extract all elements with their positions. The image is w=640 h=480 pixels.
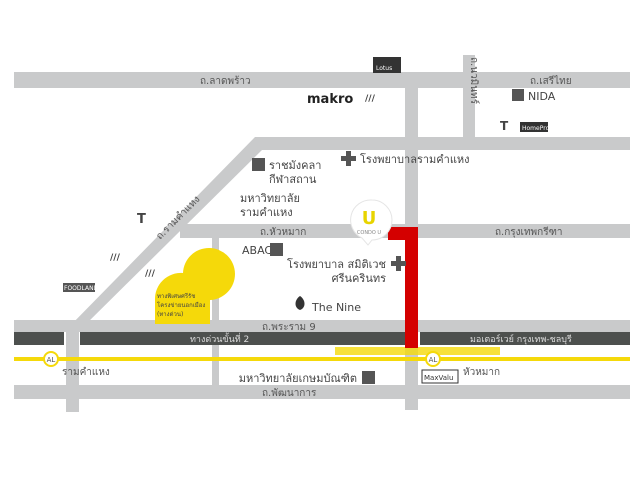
label-expressway: ทางด่วนขั้นที่ 2 <box>190 332 249 345</box>
homepro-icon <box>520 122 548 132</box>
nida-label: NIDA <box>528 90 556 103</box>
station-badge: AL <box>429 356 438 364</box>
foodland-icon <box>63 283 95 292</box>
label-lat-phrao: ถ.ลาดพร้าว <box>200 75 251 87</box>
road-nawamin <box>463 55 475 137</box>
hospital-icon <box>391 256 406 271</box>
mall-icon: /// <box>145 269 156 279</box>
brand-icon: T <box>137 212 146 227</box>
station-platform <box>335 347 500 355</box>
motorway-seg <box>420 332 630 345</box>
kasem-bundit-label: มหาวิทยาลัยเกษมบัณฑิต <box>239 372 357 385</box>
label-krungthep-kritha: ถ.กรุงเทพกรีฑา <box>495 226 563 238</box>
mall-icon: /// <box>365 94 376 104</box>
building-icon <box>362 371 375 384</box>
expressway-note-bubble <box>154 248 235 324</box>
label-seri-thai: ถ.เสรีไทย <box>530 75 572 87</box>
building-icon <box>512 89 524 101</box>
road-lat-phrao <box>14 72 630 88</box>
expressway-note-text: ทางพิเศษศรีรัช <box>157 292 195 300</box>
expressway-seg1 <box>14 332 64 345</box>
building-icon <box>252 158 265 171</box>
stadium-label: ราชมังคลา <box>269 159 321 172</box>
road-rama9 <box>14 320 630 332</box>
maxvalu-label: MaxValu <box>424 374 453 382</box>
the-nine-icon <box>295 296 305 310</box>
station-badge: AL <box>47 356 56 364</box>
station-icon <box>43 351 59 367</box>
condo-name: CONDO U <box>357 230 382 236</box>
makro-logo: makro <box>307 92 353 107</box>
label-rama9: ถ.พระราม 9 <box>262 322 316 333</box>
road-phatthanakan <box>14 385 630 399</box>
the-nine-label: The Nine <box>311 301 361 314</box>
foodland-label: FOODLAND <box>64 285 99 292</box>
route-highlight <box>388 227 418 348</box>
univ-label: มหาวิทยาลัย <box>240 192 300 205</box>
condo-u-marker[interactable]: U CONDO U <box>350 199 393 246</box>
expressway-note-text: โครงข่ายนอกเมือง <box>157 301 205 309</box>
airport-rail-link-line <box>14 357 630 361</box>
expressway-seg2 <box>80 332 405 345</box>
condo-logo: U <box>362 208 377 229</box>
hospital-ram-label: โรงพยาบาลรามคำแหง <box>360 152 470 166</box>
expressway-note-text: (ทางด่วน) <box>157 311 183 318</box>
station-ramkhamhaeng[interactable]: AL รามคำแหง <box>43 351 110 378</box>
hospital-icon <box>341 151 356 166</box>
samitivej-label: ศรีนครินทร <box>332 272 386 285</box>
label-phatthanakan: ถ.พัฒนาการ <box>262 388 317 399</box>
samitivej-label: โรงพยาบาล สมิติเวช <box>287 257 386 271</box>
lotus-icon <box>373 57 401 73</box>
road-ramkhamhaeng-diagonal <box>66 137 262 330</box>
stadium-label: กีฬาสถาน <box>269 173 317 186</box>
road-soi <box>212 238 219 386</box>
mall-icon: /// <box>110 253 121 263</box>
label-motorway: มอเตอร์เวย์ กรุงเทพ-ชลบุรี <box>470 333 572 345</box>
univ-label: รามคำแหง <box>240 206 293 219</box>
label-nawamin: ถ.นวมินทร์ <box>468 57 480 105</box>
pin-icon <box>350 199 393 246</box>
station-icon <box>425 351 441 367</box>
building-icon <box>270 243 283 256</box>
road-upper-cross <box>255 137 630 150</box>
brand-icon: T <box>500 119 509 133</box>
homepro-label: HomePro <box>522 125 550 132</box>
station-name: รามคำแหง <box>62 367 110 378</box>
lotus-label: Lotus <box>376 65 392 72</box>
station-name: หัวหมาก <box>463 367 500 378</box>
maxvalu-icon <box>421 369 459 384</box>
station-hua-mak[interactable]: AL หัวหมาก <box>425 351 500 378</box>
label-hua-mak: ถ.หัวหมาก <box>260 227 306 238</box>
abac-label: ABAC <box>242 244 272 257</box>
